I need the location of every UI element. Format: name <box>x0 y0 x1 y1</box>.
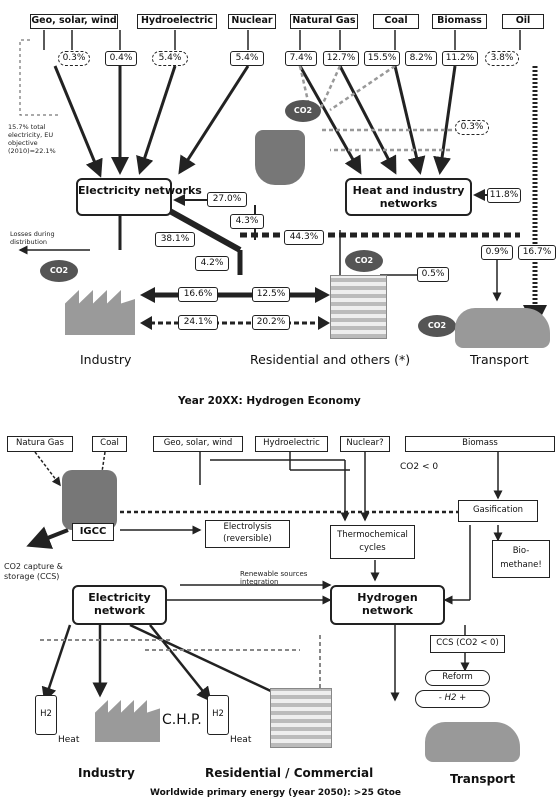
flow-27: 27.0% <box>207 192 247 207</box>
sector-industry-bottom: Industry <box>78 766 135 780</box>
h2-cell-industry: H2 <box>35 695 57 735</box>
share-coal-2: 8.2% <box>405 51 437 66</box>
sector-transport-top: Transport <box>470 352 529 367</box>
share-biomass: 11.2% <box>442 51 478 66</box>
electricity-networks-box: Electricity networks <box>76 178 202 216</box>
flow-24-1: 24.1% <box>178 315 218 330</box>
flow-11-8: 11.8% <box>487 188 521 203</box>
gasification-box: Gasification <box>458 500 538 522</box>
h2-cell-residential: H2 <box>207 695 229 735</box>
share-biomass-2: 3.8% <box>485 51 519 66</box>
flow-38-1: 38.1% <box>155 232 195 247</box>
renewable-integration-note: Renewable sources integration <box>240 570 308 586</box>
heat-industry-networks-box: Heat and industry networks <box>345 178 472 216</box>
co2-negative-label: CO2 < 0 <box>400 462 439 472</box>
reform-box: Reform <box>425 670 490 686</box>
losses-note: Losses during distribution <box>10 230 55 246</box>
hydrogen-network-box: Hydrogen network <box>330 585 445 625</box>
sector-residential-bottom: Residential / Commercial <box>205 766 374 780</box>
flow-0-3: 0.3% <box>455 120 489 135</box>
sector-industry-top: Industry <box>80 352 132 367</box>
eu-objective-note: 15.7% total electricity, EU objective (2… <box>8 123 56 155</box>
source-natural-gas-bottom: Natura Gas <box>7 436 73 452</box>
share-coal: 15.5% <box>364 51 400 66</box>
car-icon <box>455 308 550 348</box>
source-oil: Oil <box>502 14 544 29</box>
flow-20-2: 20.2% <box>252 315 290 330</box>
source-geo-solar-wind-bottom: Geo, solar, wind <box>153 436 243 452</box>
flow-0-5: 0.5% <box>417 267 449 282</box>
source-natural-gas: Natural Gas <box>290 14 358 29</box>
building-icon-bottom <box>270 688 332 748</box>
source-nuclear-bottom: Nuclear? <box>340 436 390 452</box>
ccs-box: CCS (CO2 < 0) <box>430 635 505 653</box>
flow-4-3: 4.3% <box>230 214 264 229</box>
electricity-network-box: Electricity network <box>72 585 167 625</box>
share-hydro: 0.4% <box>105 51 137 66</box>
share-gas: 7.4% <box>285 51 317 66</box>
source-coal-bottom: Coal <box>92 436 127 452</box>
co2-cloud-residential-icon: CO2 <box>345 250 383 272</box>
co2-cloud-icon: CO2 <box>285 100 321 122</box>
h2-tank-box: - H2 + <box>415 690 490 708</box>
source-nuclear: Nuclear <box>228 14 276 29</box>
power-plant-icon <box>255 130 305 185</box>
chp-label: C.H.P. <box>162 712 202 728</box>
footer-note: Worldwide primary energy (year 2050): >2… <box>150 788 401 798</box>
sector-residential-top: Residential and others (*) <box>250 352 411 367</box>
source-biomass: Biomass <box>432 14 487 29</box>
source-geo-solar-wind: Geo, solar, wind <box>30 14 118 29</box>
thermochemical-box: Thermochemical cycles <box>330 525 415 559</box>
igcc-plant-icon <box>62 470 117 530</box>
source-hydroelectric-bottom: Hydroelectric <box>255 436 328 452</box>
source-coal: Coal <box>373 14 419 29</box>
ccs-note: CO2 capture & storage (CCS) <box>4 562 63 581</box>
share-nuclear: 5.4% <box>230 51 264 66</box>
co2-cloud-transport-icon: CO2 <box>418 315 456 337</box>
diagram-title: Year 20XX: Hydrogen Economy <box>178 395 361 407</box>
building-icon <box>330 275 387 339</box>
biomethane-box: Bio-methane! <box>492 540 550 578</box>
share-gas-2: 12.7% <box>323 51 359 66</box>
flow-16-6: 16.6% <box>178 287 218 302</box>
share-geo: 0.3% <box>58 51 90 66</box>
igcc-box: IGCC <box>72 523 114 541</box>
heat-label-industry: Heat <box>58 735 80 745</box>
flow-44-3: 44.3% <box>284 230 324 245</box>
share-nuclear-dashed: 5.4% <box>152 51 188 66</box>
heat-label-residential: Heat <box>230 735 252 745</box>
sector-transport-bottom: Transport <box>450 772 516 786</box>
co2-cloud-industry-icon: CO2 <box>40 260 78 282</box>
flow-16-7: 16.7% <box>518 245 556 260</box>
flow-12-5: 12.5% <box>252 287 290 302</box>
flow-4-2: 4.2% <box>195 256 229 271</box>
car-icon-bottom <box>425 722 520 762</box>
electrolysis-box: Electrolysis (reversible) <box>205 520 290 548</box>
source-biomass-bottom: Biomass <box>405 436 555 452</box>
flow-0-9: 0.9% <box>481 245 513 260</box>
source-hydroelectric: Hydroelectric <box>137 14 217 29</box>
